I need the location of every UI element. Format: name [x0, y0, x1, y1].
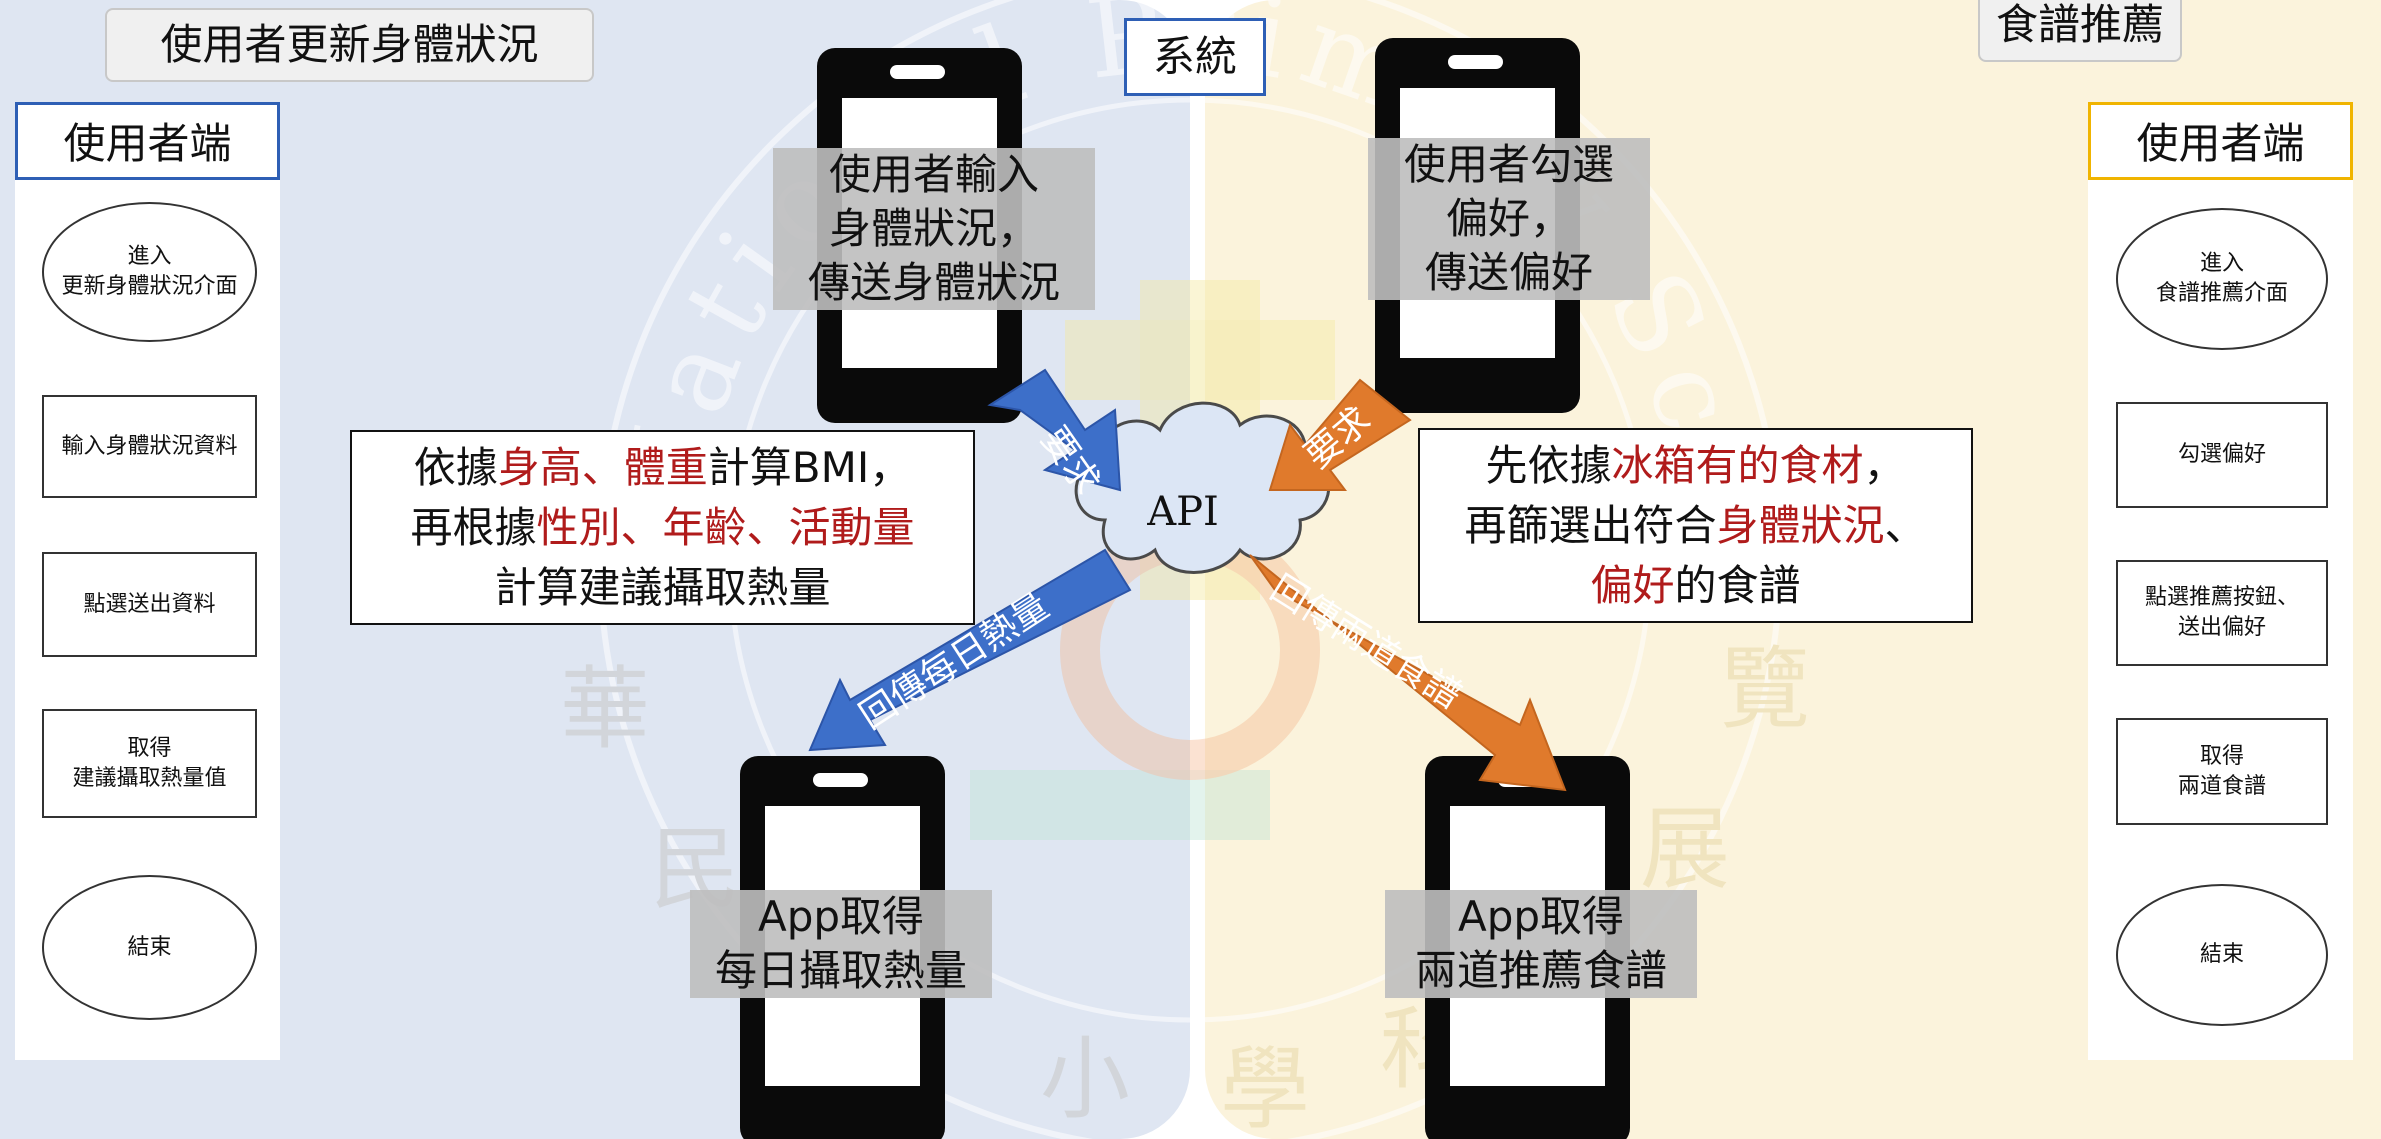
right-flow-header: 使用者端: [2088, 102, 2353, 180]
left-flow-start: 進入 更新身體狀況介面: [42, 202, 257, 342]
left-flow-header: 使用者端: [15, 102, 280, 180]
left-flow-step: 點選送出資料: [42, 552, 257, 657]
note-left-line-1: 依據身高、體重計算BMI，: [413, 442, 912, 492]
left-flow-end: 結束: [42, 875, 257, 1020]
watermark-char: 小: [1040, 1027, 1130, 1132]
phone-bottom-right-text: App取得 兩道推薦食譜: [1385, 890, 1697, 998]
right-flow-start: 進入 食譜推薦介面: [2116, 208, 2328, 350]
left-section-tag: 使用者更新身體狀況: [105, 8, 594, 82]
right-flow-step: 取得 兩道食譜: [2116, 718, 2328, 825]
note-right: 先依據冰箱有的食材， 再篩選出符合身體狀況、 偏好的食譜: [1418, 428, 1973, 623]
right-flow-step: 勾選偏好: [2116, 402, 2328, 508]
watermark-char: 覽: [1720, 637, 1810, 742]
note-left-line-2: 再根據性別、年齡、活動量: [410, 502, 915, 552]
watermark-char: 華: [560, 657, 650, 762]
watermark-char: 展: [1640, 797, 1730, 902]
note-left-line-3: 計算建議攝取熱量: [494, 562, 831, 612]
right-flow-end: 結束: [2116, 884, 2328, 1026]
left-flow-step: 取得 建議攝取熱量值: [42, 709, 257, 818]
phone-top-left-text: 使用者輸入 身體狀況， 傳送身體狀況: [773, 148, 1095, 310]
system-label: 系統: [1124, 18, 1266, 96]
phone-bottom-left-text: App取得 每日攝取熱量: [690, 890, 992, 998]
watermark-char: 學: [1220, 1037, 1310, 1139]
api-label: API: [1146, 489, 1219, 535]
note-left: 依據身高、體重計算BMI， 再根據性別、年齡、活動量 計算建議攝取熱量: [350, 430, 975, 625]
note-right-line-2: 再篩選出符合身體狀況、: [1464, 500, 1927, 550]
right-section-tag: 食譜推薦: [1978, 0, 2182, 62]
left-flow-step: 輸入身體狀況資料: [42, 395, 257, 498]
note-right-line-3: 偏好的食譜: [1590, 560, 1801, 610]
right-flow-step: 點選推薦按鈕、 送出偏好: [2116, 560, 2328, 666]
note-right-line-1: 先依據冰箱有的食材，: [1485, 440, 1906, 490]
phone-top-right-text: 使用者勾選 偏好， 傳送偏好: [1368, 138, 1650, 300]
